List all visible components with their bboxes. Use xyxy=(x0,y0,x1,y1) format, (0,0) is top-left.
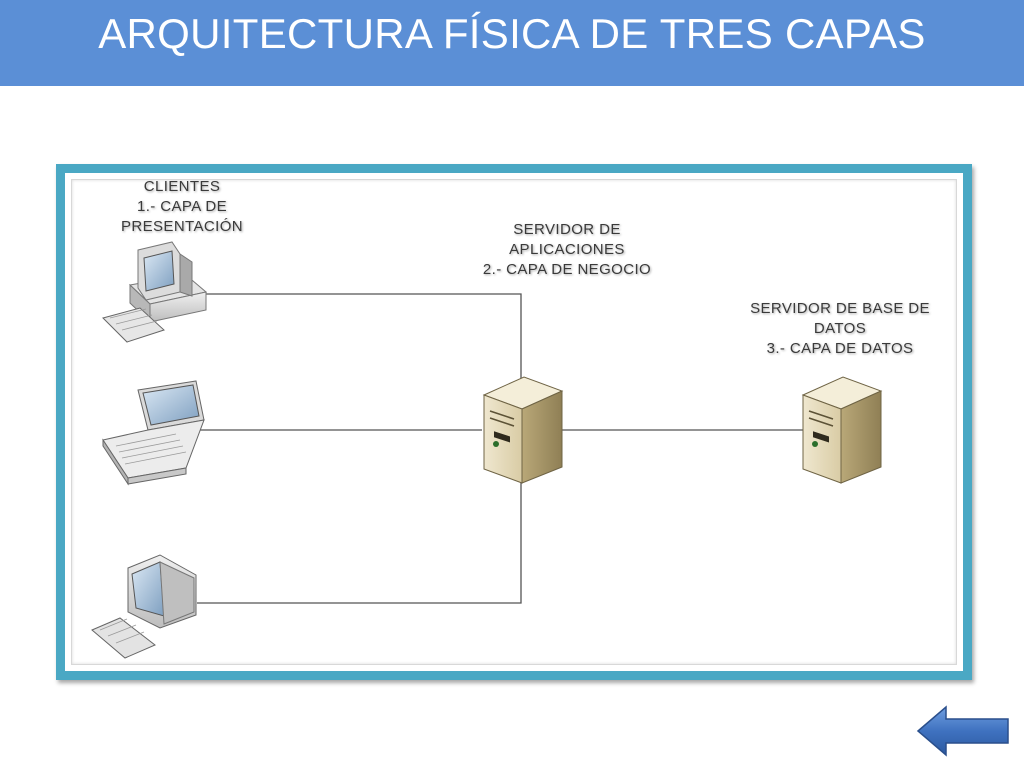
line-workstation-to-app-server xyxy=(197,480,522,604)
clients-label-line1: CLIENTES xyxy=(143,178,221,195)
connection-lines xyxy=(197,293,803,604)
title-bar: ARQUITECTURA FÍSICA DE TRES CAPAS xyxy=(0,0,1024,86)
db-server-label-line2: DATOS xyxy=(813,320,867,337)
app-server-label: SERVIDOR DE APLICACIONES 2.- CAPA DE NEG… xyxy=(457,220,677,280)
db-server-label-line1: SERVIDOR DE BASE DE xyxy=(750,300,930,317)
db-server-label: SERVIDOR DE BASE DE DATOS 3.- CAPA DE DA… xyxy=(720,299,960,359)
app-server-label-line2: APLICACIONES xyxy=(509,241,625,258)
clients-label-line2: 1.- CAPA DE xyxy=(137,198,227,215)
diagram-frame-inner xyxy=(71,179,957,665)
desktop-computer-icon xyxy=(102,241,208,343)
db-server-icon xyxy=(801,376,883,484)
db-server-label-line3: 3.- CAPA DE DATOS xyxy=(766,340,914,357)
laptop-icon xyxy=(102,380,205,486)
back-arrow-icon[interactable] xyxy=(916,704,1012,758)
app-server-label-line3: 2.- CAPA DE NEGOCIO xyxy=(482,261,652,278)
app-server-label-line1: SERVIDOR DE xyxy=(513,221,621,238)
app-server-icon xyxy=(482,376,564,484)
clients-label: CLIENTES 1.- CAPA DE PRESENTACIÓN xyxy=(92,177,272,237)
workstation-icon xyxy=(91,554,197,659)
line-desktop-to-app-server xyxy=(205,293,522,385)
clients-label-line3: PRESENTACIÓN xyxy=(120,218,244,235)
slide-title: ARQUITECTURA FÍSICA DE TRES CAPAS xyxy=(98,10,926,57)
